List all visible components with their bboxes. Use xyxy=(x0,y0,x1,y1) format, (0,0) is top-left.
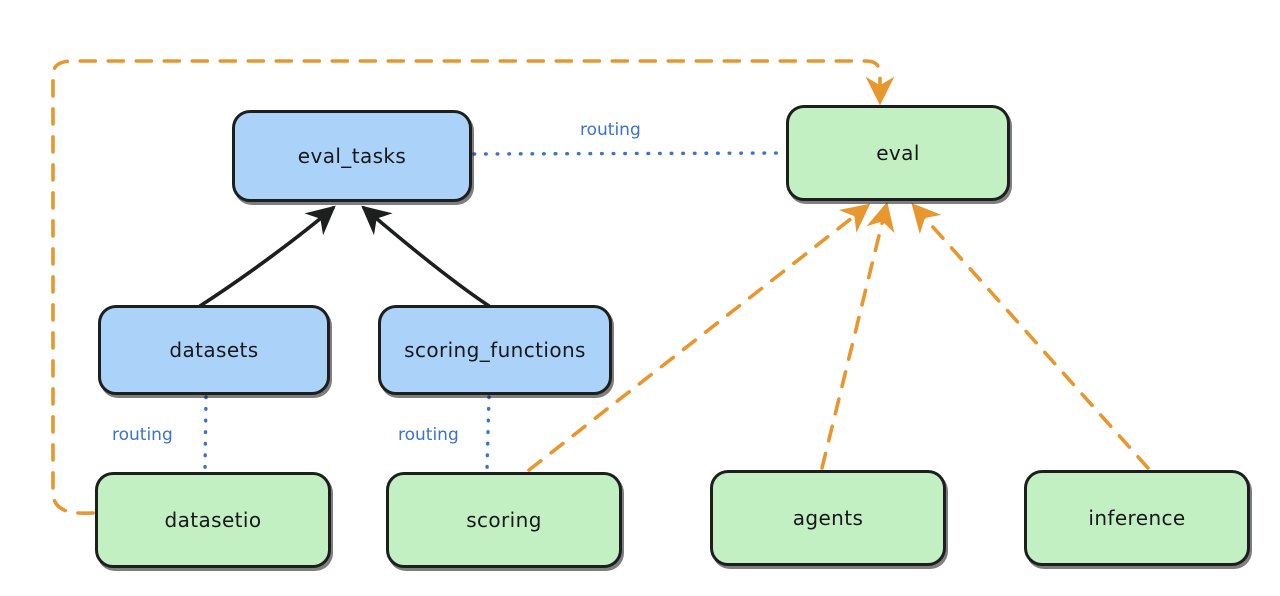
edge-label-routing-datasets-datasetio: routing xyxy=(112,425,173,445)
edge-agents-to-eval xyxy=(820,201,895,470)
edge-datasetio-to-eval xyxy=(51,59,895,516)
edge-scoring_functions-to-scoring xyxy=(485,395,491,472)
node-eval[interactable]: eval xyxy=(786,105,1010,201)
node-scoring-functions[interactable]: scoring_functions xyxy=(378,305,612,395)
node-label: agents xyxy=(792,506,864,530)
edge-inference-to-eval xyxy=(911,202,1150,470)
node-label: inference xyxy=(1088,506,1186,530)
node-inference[interactable]: inference xyxy=(1024,470,1250,566)
node-label: scoring xyxy=(466,508,542,532)
edge-label-routing-eval-tasks-eval: routing xyxy=(580,120,641,140)
edge-datasets-to-datasetio xyxy=(203,395,208,472)
edge-label-routing-scoring-functions-scoring: routing xyxy=(398,425,459,445)
node-datasets[interactable]: datasets xyxy=(98,305,330,395)
edge-datasets-to-eval_tasks xyxy=(198,205,336,308)
node-datasetio[interactable]: datasetio xyxy=(95,472,331,568)
edge-eval_tasks-to-eval xyxy=(472,151,786,156)
node-label: datasetio xyxy=(164,508,262,532)
node-scoring[interactable]: scoring xyxy=(386,472,622,568)
edge-scoring-to-eval xyxy=(527,203,871,472)
node-agents[interactable]: agents xyxy=(710,470,946,566)
node-eval-tasks[interactable]: eval_tasks xyxy=(232,110,472,202)
node-label: eval_tasks xyxy=(297,144,407,168)
edge-scoring_functions-to-eval_tasks xyxy=(361,205,491,308)
node-label: scoring_functions xyxy=(404,338,586,362)
node-label: datasets xyxy=(169,338,259,362)
node-label: eval xyxy=(876,141,920,165)
